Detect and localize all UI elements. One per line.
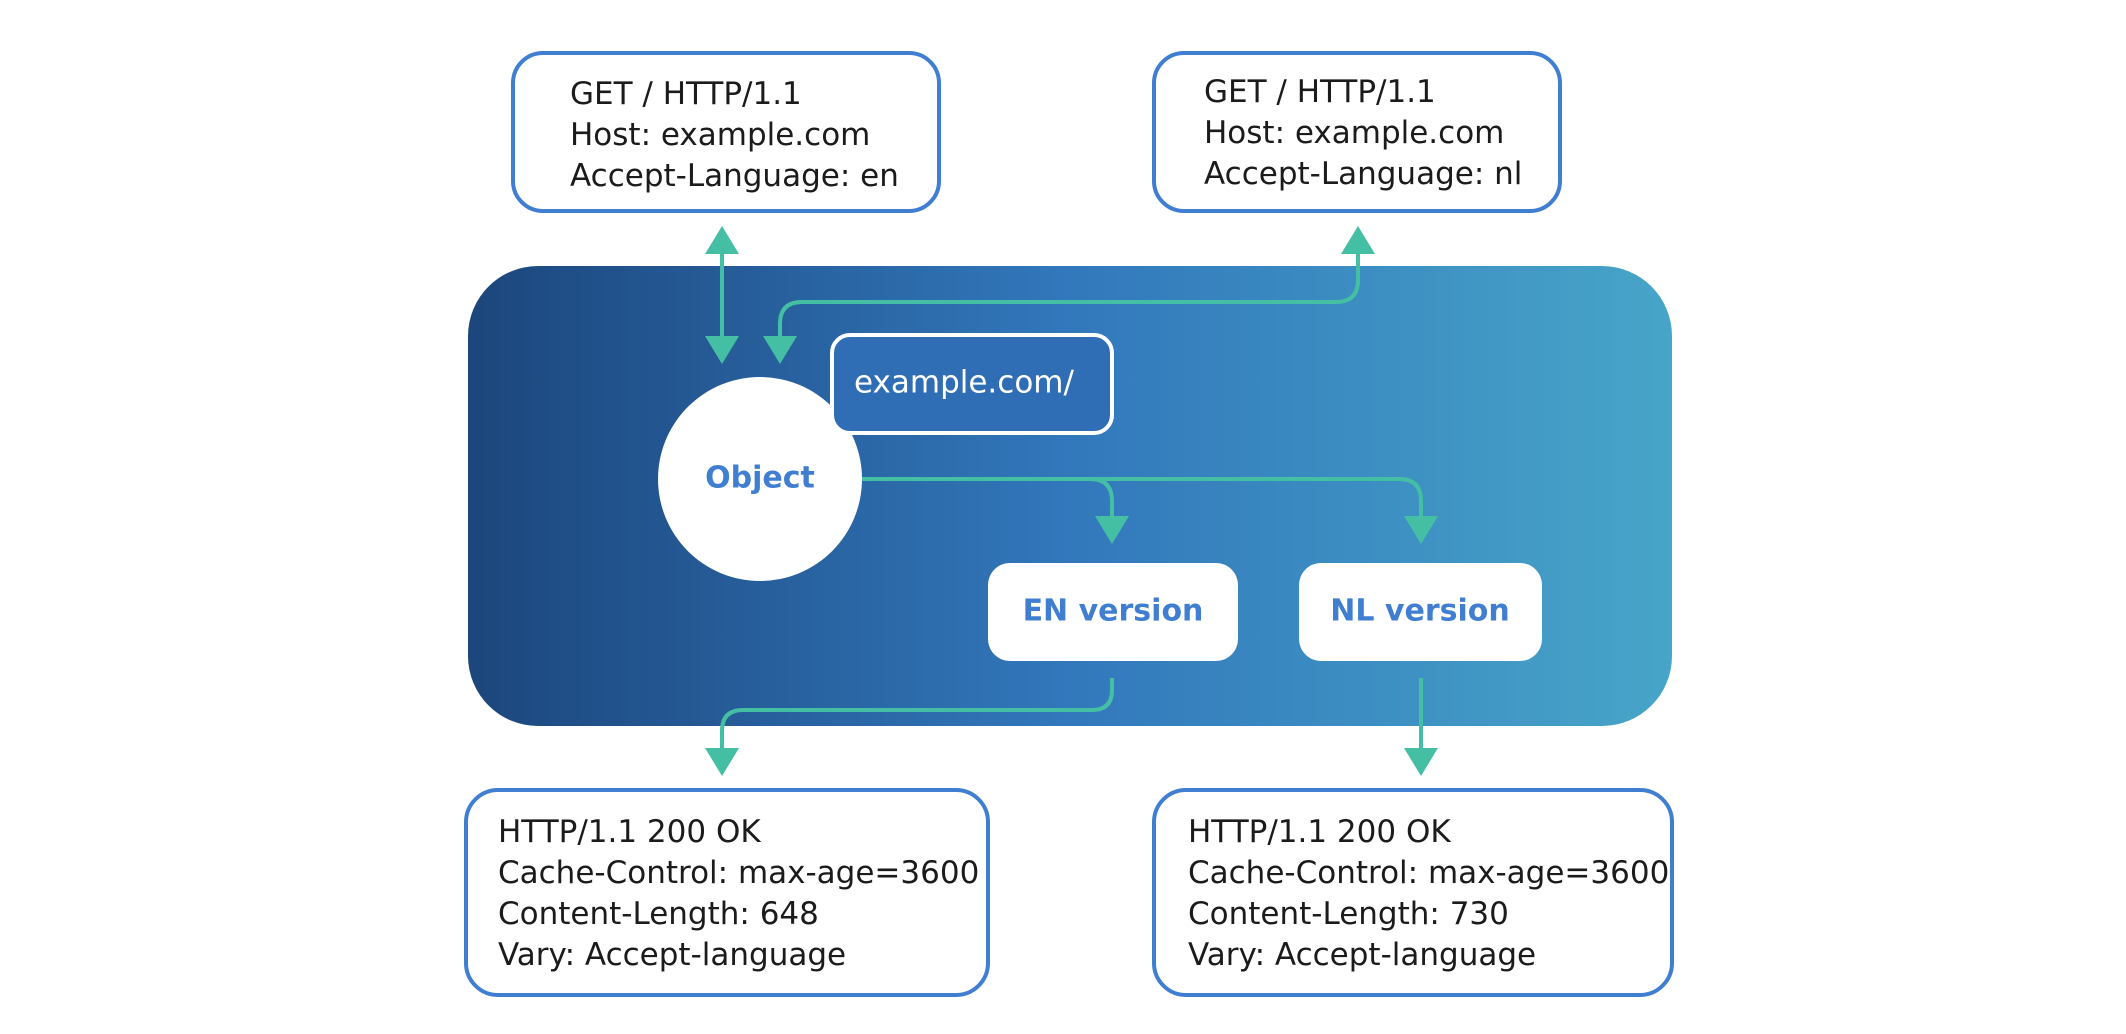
cache-object: Object (658, 377, 862, 581)
request-en-line-1: GET / HTTP/1.1 (570, 76, 802, 112)
request-en-line-2: Host: example.com (570, 117, 870, 153)
arrowhead-down-object-right (763, 336, 797, 364)
variant-en-label: EN version (1023, 594, 1204, 629)
arrowhead-up-en-request (705, 226, 739, 254)
arrowhead-down-object-left (705, 336, 739, 364)
response-en-line-4: Vary: Accept-language (498, 937, 846, 973)
request-nl-line-1: GET / HTTP/1.1 (1204, 74, 1436, 110)
object-circle (658, 377, 862, 581)
response-en-box: HTTP/1.1 200 OK Cache-Control: max-age=3… (464, 788, 990, 997)
arrowhead-down-en-version (1095, 516, 1129, 544)
response-nl-box: HTTP/1.1 200 OK Cache-Control: max-age=3… (1152, 788, 1674, 997)
cache-key-tag: example.com/ (830, 333, 1114, 435)
variant-nl-label: NL version (1330, 594, 1509, 629)
response-en-line-1: HTTP/1.1 200 OK (498, 814, 761, 850)
variant-en: EN version (988, 563, 1238, 661)
cache-key-label: example.com/ (854, 365, 1074, 401)
request-en-box: GET / HTTP/1.1 Host: example.com Accept-… (511, 51, 941, 213)
response-en-line-3: Content-Length: 648 (498, 896, 819, 932)
arrowhead-down-nl-version (1404, 516, 1438, 544)
response-nl-line-1: HTTP/1.1 200 OK (1188, 814, 1451, 850)
response-en-line-2: Cache-Control: max-age=3600 (498, 855, 979, 891)
arrowhead-down-nl-response (1404, 748, 1438, 776)
request-nl-line-3: Accept-Language: nl (1204, 156, 1522, 192)
connector-arrows (705, 226, 1438, 776)
variant-nl: NL version (1299, 563, 1542, 661)
arrowhead-up-nl-request (1341, 226, 1375, 254)
request-nl-line-2: Host: example.com (1204, 115, 1504, 151)
arrow-object-to-versions (862, 477, 1423, 522)
arrow-nl-request-object (778, 250, 1360, 342)
arrow-en-version-to-response (720, 678, 1114, 752)
response-nl-line-2: Cache-Control: max-age=3600 (1188, 855, 1669, 891)
response-nl-line-4: Vary: Accept-language (1188, 937, 1536, 973)
arrowhead-down-en-response (705, 748, 739, 776)
response-nl-line-3: Content-Length: 730 (1188, 896, 1509, 932)
request-en-line-3: Accept-Language: en (570, 158, 899, 194)
request-nl-box: GET / HTTP/1.1 Host: example.com Accept-… (1152, 51, 1562, 213)
object-label: Object (705, 461, 815, 496)
